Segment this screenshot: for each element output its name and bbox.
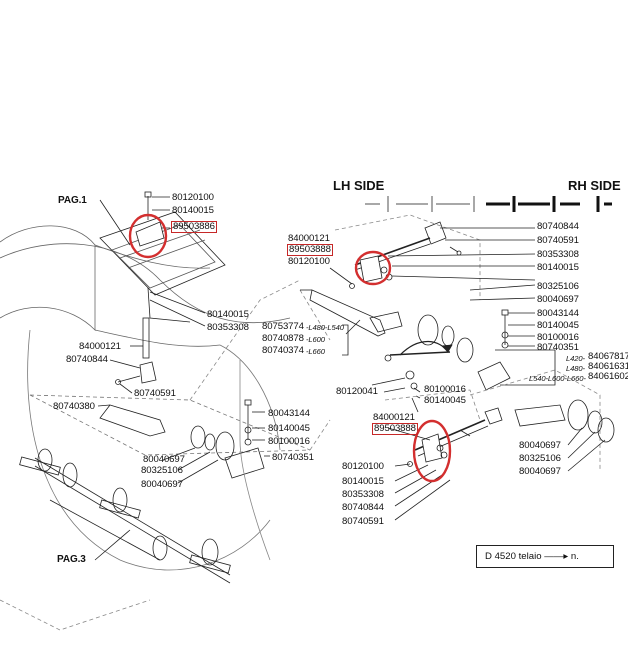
part-80120100-right-bottom: 80120100 <box>342 461 384 472</box>
part-80740844-right-bottom: 80740844 <box>342 502 384 513</box>
part-80353308-right-bottom: 80353308 <box>342 489 384 500</box>
part-80120041: 80120041 <box>336 386 378 397</box>
part-80043144-left: 80043144 <box>268 408 310 419</box>
part-80740380-left: 80740380 <box>53 401 95 412</box>
part-80100016-middle: 80100016 <box>424 384 466 395</box>
part-80353308-left: 80353308 <box>207 322 249 333</box>
part-80040697-right-bottom-a: 80040697 <box>519 440 561 451</box>
main-long-shaft <box>309 289 386 337</box>
part-80740844-left: 80740844 <box>66 354 108 365</box>
part-89503888-boxed-top: 89503888 <box>287 244 333 256</box>
part-80740351-left: 80740351 <box>272 452 314 463</box>
part-84000121-left: 84000121 <box>79 341 121 352</box>
part-80040697-right-bottom-b: 80040697 <box>519 466 561 477</box>
part-80040697-left-a: 80040697 <box>143 454 185 465</box>
part-80740591-left: 80740591 <box>134 388 176 399</box>
variant-80753774: -L480-L540 <box>306 323 344 332</box>
part-80753774: 80753774 <box>262 321 304 332</box>
variant-l420: L420- <box>566 354 585 363</box>
part-84061602: 84061602 <box>588 371 628 382</box>
part-80120100-left: 80120100 <box>172 192 214 203</box>
part-80140015-left: 80140015 <box>172 205 214 216</box>
variant-l480: L480- <box>566 364 585 373</box>
part-80325106-left: 80325106 <box>141 465 183 476</box>
highlight-circle-right-top <box>354 250 392 286</box>
highlight-circle-right-bottom <box>412 419 452 483</box>
part-80140045-left: 80140045 <box>268 423 310 434</box>
part-80740351-right-top: 80740351 <box>537 342 579 353</box>
top-bracket-plate <box>99 211 226 296</box>
variant-80740878: -L600 <box>306 335 325 344</box>
part-80740374: 80740374 <box>262 345 304 356</box>
page-ref-pag3: PAG.3 <box>57 554 86 565</box>
left-crank-shaft <box>99 404 166 437</box>
highlight-circle-left <box>128 213 168 259</box>
part-80043144-right-top: 80043144 <box>537 308 579 319</box>
part-89503888-boxed-bottom: 89503888 <box>372 423 418 435</box>
part-80325106-right-top: 80325106 <box>537 281 579 292</box>
variant-l540-l600-l660: L540-L600-L660- <box>529 374 586 383</box>
part-80040697-right-top: 80040697 <box>537 294 579 305</box>
part-80100016-left: 80100016 <box>268 436 310 447</box>
part-80100016-right-top: 80100016 <box>537 332 579 343</box>
part-84067817: 84067817 <box>588 351 628 362</box>
lh-side-label: LH SIDE <box>333 178 385 193</box>
part-80140045-middle: 80140045 <box>424 395 466 406</box>
highlight-circles <box>128 213 452 483</box>
part-80140015-left-b: 80140015 <box>207 309 249 320</box>
part-80740591-right-top: 80740591 <box>537 235 579 246</box>
part-84061631: 84061631 <box>588 361 628 372</box>
part-80740591-right-bottom: 80740591 <box>342 516 384 527</box>
part-80740844-right-top: 80740844 <box>537 221 579 232</box>
part-80120100-right-top: 80120100 <box>288 256 330 267</box>
rh-side-label: RH SIDE <box>568 178 621 193</box>
part-80040697-left-b: 80040697 <box>141 479 183 490</box>
frame-number-box: D 4520 telaio ——▸ n. <box>476 545 614 568</box>
part-80353308-right-top: 80353308 <box>537 249 579 260</box>
part-80740878: 80740878 <box>262 333 304 344</box>
part-89503886-boxed: 89503886 <box>171 221 217 233</box>
part-84000121-right-bottom: 84000121 <box>373 412 415 423</box>
part-80140045-right-top: 80140045 <box>537 320 579 331</box>
variant-80740374: -L660 <box>306 347 325 356</box>
part-80140015-right-bottom: 80140015 <box>342 476 384 487</box>
part-80325106-right-bottom: 80325106 <box>519 453 561 464</box>
lower-shaft-assembly <box>19 448 231 584</box>
side-schematic <box>365 196 612 212</box>
part-80140015-right-top: 80140015 <box>537 262 579 273</box>
part-84000121-right-top: 84000121 <box>288 233 330 244</box>
frame-number-text: D 4520 telaio ——▸ n. <box>485 551 579 562</box>
page-ref-pag1: PAG.1 <box>58 195 87 206</box>
hood-outline <box>0 225 96 331</box>
